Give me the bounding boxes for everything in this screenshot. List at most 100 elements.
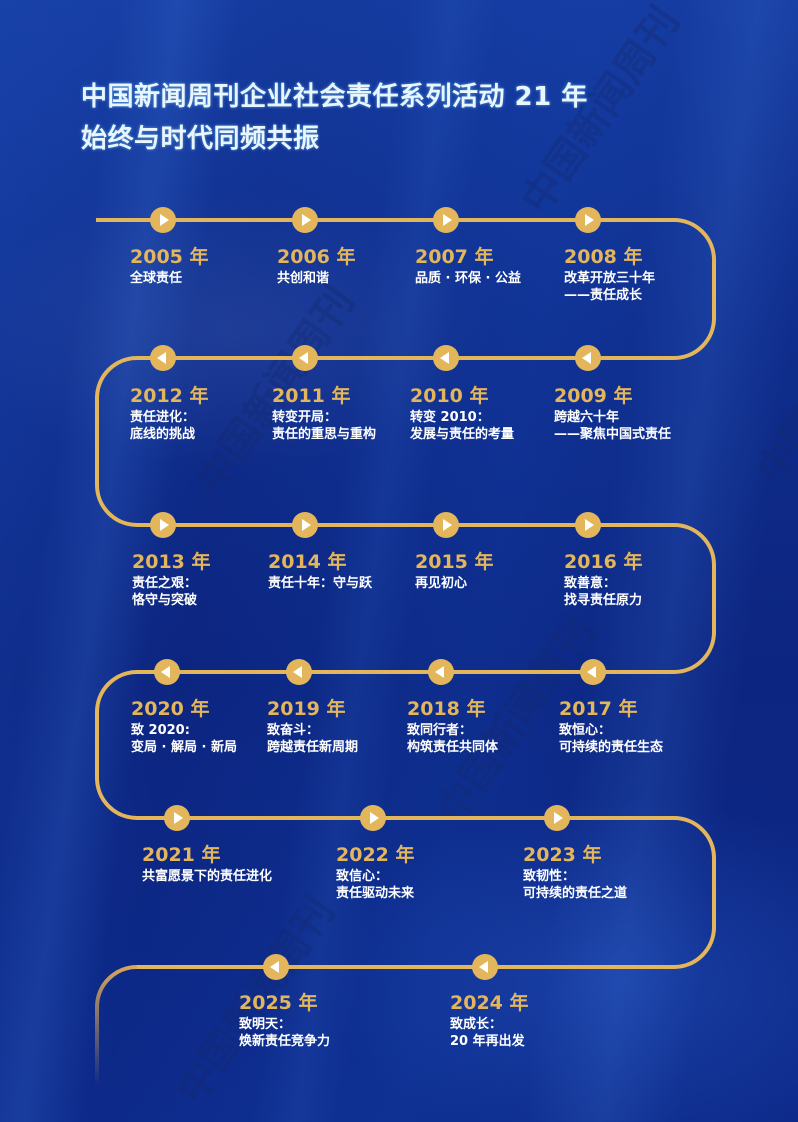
entry-year: 2014 年 bbox=[268, 551, 347, 573]
play-forward-icon bbox=[433, 207, 459, 233]
timeline-entry-2017: 2017 年 致恒心： 可持续的责任生态 bbox=[559, 698, 663, 756]
entry-desc: 焕新责任竞争力 bbox=[239, 1034, 331, 1049]
entry-desc: 致信心： bbox=[336, 869, 389, 884]
timeline-entry-2013: 2013 年 责任之艰： 恪守与突破 bbox=[132, 551, 211, 609]
entry-desc: ——责任成长 bbox=[564, 288, 643, 303]
timeline-entry-2025: 2025 年 致明天： 焕新责任竞争力 bbox=[239, 992, 330, 1050]
entry-desc: 致韧性： bbox=[523, 869, 576, 884]
entry-desc: 责任十年：守与跃 bbox=[268, 576, 373, 591]
play-back-icon bbox=[580, 659, 606, 685]
play-forward-icon bbox=[150, 512, 176, 538]
timeline-entry-2011: 2011 年 转变开局： 责任的重思与重构 bbox=[272, 385, 376, 443]
entry-desc: 致成长： bbox=[450, 1017, 503, 1032]
play-back-icon bbox=[575, 345, 601, 371]
entry-desc: 共富愿景下的责任进化 bbox=[142, 869, 273, 884]
play-back-icon bbox=[292, 345, 318, 371]
play-forward-icon bbox=[164, 805, 190, 831]
entry-year: 2016 年 bbox=[564, 551, 643, 573]
entry-year: 2007 年 bbox=[415, 246, 494, 268]
play-back-icon bbox=[263, 954, 289, 980]
play-forward-icon bbox=[575, 207, 601, 233]
entry-desc: 责任之艰： bbox=[132, 576, 198, 591]
entry-desc: 共创和谐 bbox=[277, 271, 330, 286]
timeline-entry-2014: 2014 年 责任十年：守与跃 bbox=[268, 551, 372, 592]
play-forward-icon bbox=[292, 207, 318, 233]
timeline-entry-2009: 2009 年 跨越六十年 ——聚焦中国式责任 bbox=[554, 385, 671, 443]
entry-year: 2008 年 bbox=[564, 246, 643, 268]
entry-desc: 转变 2010： bbox=[410, 410, 490, 425]
entry-year: 2005 年 bbox=[130, 246, 209, 268]
entry-year: 2019 年 bbox=[267, 698, 346, 720]
play-back-icon bbox=[150, 345, 176, 371]
entry-year: 2011 年 bbox=[272, 385, 351, 407]
play-back-icon bbox=[472, 954, 498, 980]
timeline-entry-2015: 2015 年 再见初心 bbox=[415, 551, 494, 592]
entry-year: 2022 年 bbox=[336, 844, 415, 866]
play-forward-icon bbox=[433, 512, 459, 538]
entry-desc: 转变开局： bbox=[272, 410, 338, 425]
entry-desc: 改革开放三十年 bbox=[564, 271, 656, 286]
entry-desc: 跨越责任新周期 bbox=[267, 740, 359, 755]
entry-desc: 再见初心 bbox=[415, 576, 468, 591]
entry-desc: 责任的重思与重构 bbox=[272, 427, 377, 442]
timeline-entry-2022: 2022 年 致信心： 责任驱动未来 bbox=[336, 844, 415, 902]
entry-desc: 责任驱动未来 bbox=[336, 886, 415, 901]
play-back-icon bbox=[154, 659, 180, 685]
timeline-entry-2019: 2019 年 致奋斗： 跨越责任新周期 bbox=[267, 698, 358, 756]
entry-desc: 20 年再出发 bbox=[450, 1034, 525, 1049]
entry-desc: 致善意： bbox=[564, 576, 617, 591]
entry-desc: 构筑责任共同体 bbox=[407, 740, 499, 755]
timeline-entry-2023: 2023 年 致韧性： 可持续的责任之道 bbox=[523, 844, 627, 902]
entry-desc: 底线的挑战 bbox=[130, 427, 196, 442]
entry-year: 2009 年 bbox=[554, 385, 633, 407]
entry-year: 2006 年 bbox=[277, 246, 356, 268]
entry-desc: 责任进化： bbox=[130, 410, 196, 425]
play-forward-icon bbox=[360, 805, 386, 831]
entry-desc: 跨越六十年 bbox=[554, 410, 620, 425]
entry-desc: 致恒心： bbox=[559, 723, 612, 738]
entry-desc: 恪守与突破 bbox=[132, 593, 198, 608]
play-forward-icon bbox=[575, 512, 601, 538]
entry-year: 2012 年 bbox=[130, 385, 209, 407]
timeline-entry-2007: 2007 年 品质 · 环保 · 公益 bbox=[415, 246, 521, 287]
timeline-entry-2024: 2024 年 致成长： 20 年再出发 bbox=[450, 992, 529, 1050]
timeline-entry-2006: 2006 年 共创和谐 bbox=[277, 246, 356, 287]
play-forward-icon bbox=[292, 512, 318, 538]
timeline-entry-2008: 2008 年 改革开放三十年 ——责任成长 bbox=[564, 246, 655, 304]
timeline-entry-2010: 2010 年 转变 2010： 发展与责任的考量 bbox=[410, 385, 514, 443]
entry-year: 2020 年 bbox=[131, 698, 210, 720]
timeline-entry-2016: 2016 年 致善意： 找寻责任原力 bbox=[564, 551, 643, 609]
entry-desc: ——聚焦中国式责任 bbox=[554, 427, 672, 442]
entry-desc: 全球责任 bbox=[130, 271, 183, 286]
play-back-icon bbox=[433, 345, 459, 371]
entry-desc: 找寻责任原力 bbox=[564, 593, 643, 608]
entry-year: 2023 年 bbox=[523, 844, 602, 866]
play-back-icon bbox=[428, 659, 454, 685]
entry-desc: 品质 · 环保 · 公益 bbox=[415, 271, 521, 286]
page-title: 中国新闻周刊企业社会责任系列活动 21 年 bbox=[81, 82, 588, 112]
entry-desc: 致 2020: bbox=[131, 723, 190, 738]
page-subtitle: 始终与时代同频共振 bbox=[81, 124, 320, 154]
entry-desc: 致同行者： bbox=[407, 723, 473, 738]
entry-desc: 可持续的责任生态 bbox=[559, 740, 664, 755]
timeline-entry-2012: 2012 年 责任进化： 底线的挑战 bbox=[130, 385, 209, 443]
entry-year: 2015 年 bbox=[415, 551, 494, 573]
entry-year: 2013 年 bbox=[132, 551, 211, 573]
timeline-entry-2018: 2018 年 致同行者： 构筑责任共同体 bbox=[407, 698, 498, 756]
entry-year: 2010 年 bbox=[410, 385, 489, 407]
entry-year: 2017 年 bbox=[559, 698, 638, 720]
entry-year: 2025 年 bbox=[239, 992, 318, 1014]
entry-desc: 致奋斗： bbox=[267, 723, 320, 738]
timeline-entry-2005: 2005 年 全球责任 bbox=[130, 246, 209, 287]
entry-year: 2024 年 bbox=[450, 992, 529, 1014]
entry-year: 2021 年 bbox=[142, 844, 221, 866]
entry-year: 2018 年 bbox=[407, 698, 486, 720]
entry-desc: 发展与责任的考量 bbox=[410, 427, 515, 442]
play-forward-icon bbox=[544, 805, 570, 831]
play-back-icon bbox=[286, 659, 312, 685]
timeline-entry-2020: 2020 年 致 2020: 变局 · 解局 · 新局 bbox=[131, 698, 237, 756]
play-forward-icon bbox=[150, 207, 176, 233]
entry-desc: 致明天： bbox=[239, 1017, 292, 1032]
